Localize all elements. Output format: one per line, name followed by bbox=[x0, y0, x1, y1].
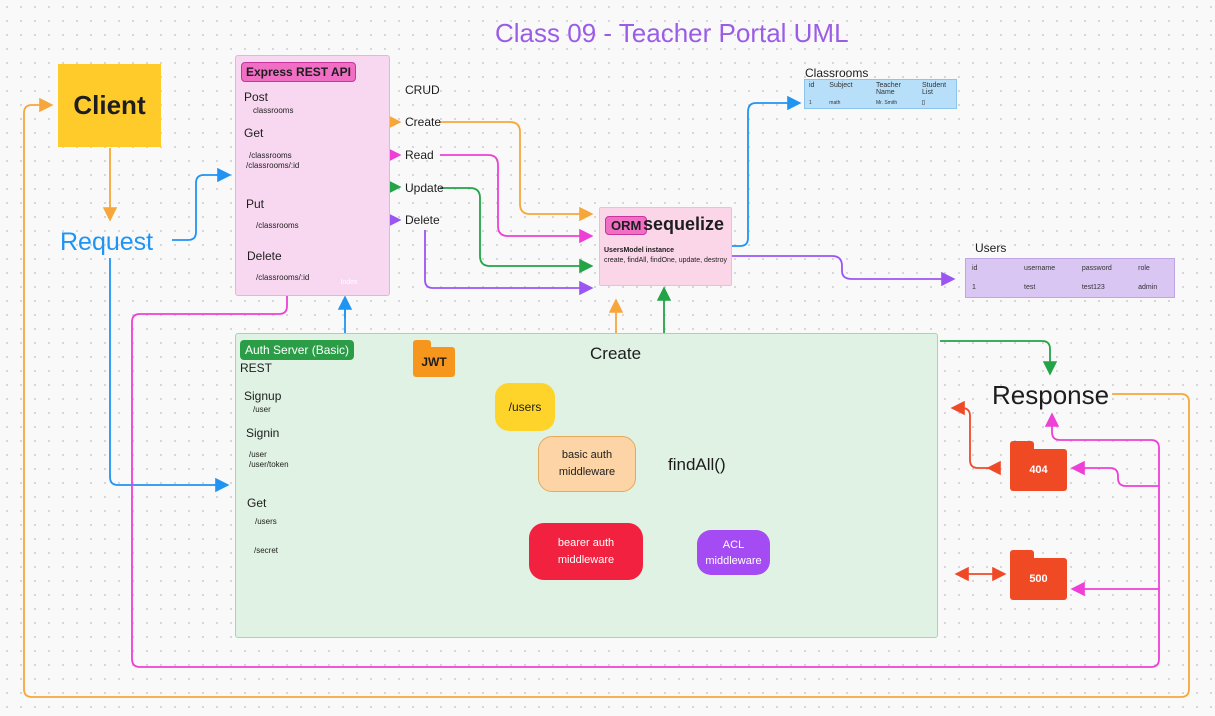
express-delete-route: /classrooms/:id bbox=[256, 273, 310, 282]
acl-line-2: middleware bbox=[705, 554, 762, 567]
auth-signup-label: Signup bbox=[244, 389, 282, 403]
table-cell: 1 bbox=[972, 284, 976, 291]
table-cell: [] bbox=[922, 100, 925, 106]
table-header-cell: Subject bbox=[829, 82, 853, 89]
table-cell: test123 bbox=[1081, 284, 1105, 291]
acl-middleware: ACL middleware bbox=[697, 530, 770, 575]
table-cell: math bbox=[829, 100, 841, 106]
express-put-route: /classrooms bbox=[256, 221, 299, 230]
response-label: Response bbox=[992, 380, 1110, 410]
findall-label: findAll() bbox=[668, 455, 726, 474]
express-post-route: classrooms bbox=[253, 106, 294, 115]
table-header-cell: role bbox=[1138, 265, 1150, 272]
orm-instance-label: UsersModel instance bbox=[604, 247, 675, 254]
index-label: Index bbox=[340, 279, 358, 286]
classrooms-title: Classrooms bbox=[805, 66, 869, 80]
express-delete-label: Delete bbox=[247, 249, 282, 263]
acl-line-1: ACL bbox=[722, 538, 745, 551]
basic-auth-line-2: middleware bbox=[558, 466, 616, 478]
table-cell: admin bbox=[1138, 284, 1158, 291]
auth-get-secret-route: /secret bbox=[254, 546, 279, 555]
express-post-label: Post bbox=[244, 90, 269, 104]
table-cell: 1 bbox=[809, 100, 812, 106]
bearer-auth-middleware: bearer auth middleware bbox=[529, 523, 643, 580]
bearer-auth-line-1: bearer auth bbox=[557, 536, 615, 549]
table-header-cell: Student List bbox=[922, 82, 947, 96]
users-table: id username password role 1 test test123… bbox=[965, 258, 1175, 298]
table-row: 1 math Mr. Smith [] bbox=[805, 98, 957, 109]
table-row: 1 test test123 admin bbox=[966, 278, 1175, 298]
table-header-cell: password bbox=[1081, 265, 1112, 272]
orm-methods-label: create, findAll, findOne, update, destro… bbox=[604, 257, 727, 264]
sequelize-title: sequelize bbox=[643, 214, 725, 234]
auth-rest-label: REST bbox=[240, 361, 273, 375]
table-header-cell: id bbox=[972, 265, 978, 272]
basic-auth-line-1: basic auth bbox=[561, 449, 613, 461]
auth-signin-route-2: /user/token bbox=[249, 460, 289, 469]
auth-signin-label: Signin bbox=[246, 426, 280, 440]
table-header-cell: Teacher Name bbox=[876, 82, 901, 96]
jwt-folder-icon: JWT bbox=[413, 340, 455, 377]
express-put-label: Put bbox=[246, 197, 265, 211]
error-404-folder-icon: 404 bbox=[1010, 441, 1067, 491]
users-table-title: Users bbox=[975, 241, 1007, 255]
express-get-label: Get bbox=[244, 126, 264, 140]
crud-title: CRUD bbox=[405, 83, 440, 97]
diagram-title: Class 09 - Teacher Portal UML bbox=[495, 18, 849, 48]
table-header-cell: username bbox=[1024, 265, 1056, 272]
request-label: Request bbox=[60, 228, 154, 256]
users-node: /users bbox=[495, 383, 555, 431]
auth-get-label: Get bbox=[247, 496, 267, 510]
classrooms-table: id Subject Teacher Name Student List 1 m… bbox=[804, 79, 957, 109]
table-header-cell: id bbox=[809, 82, 815, 89]
orm-tag: ORM bbox=[605, 216, 648, 235]
basic-auth-middleware: basic auth middleware bbox=[538, 436, 636, 492]
crud-update: Update bbox=[405, 181, 444, 195]
table-cell: Mr. Smith bbox=[876, 100, 898, 106]
express-get-route-2: /classrooms/:id bbox=[246, 161, 300, 170]
auth-signin-route-1: /user bbox=[249, 450, 267, 459]
client-node: Client bbox=[58, 64, 161, 147]
express-get-route-1: /classrooms bbox=[249, 151, 292, 160]
table-header-row: id Subject Teacher Name Student List bbox=[805, 80, 957, 99]
error-500-folder-icon: 500 bbox=[1010, 550, 1067, 600]
table-header-row: id username password role bbox=[966, 259, 1175, 279]
create-label: Create bbox=[590, 344, 642, 363]
auth-signup-route: /user bbox=[253, 405, 271, 414]
table-cell: test bbox=[1024, 284, 1036, 291]
crud-create: Create bbox=[405, 115, 442, 129]
bearer-auth-line-2: middleware bbox=[557, 553, 615, 566]
auth-server-tag: Auth Server (Basic) bbox=[240, 340, 355, 360]
crud-read: Read bbox=[405, 148, 434, 162]
auth-get-users-route: /users bbox=[255, 517, 277, 526]
express-api-box bbox=[235, 55, 390, 296]
express-api-tag: Express REST API bbox=[241, 62, 356, 82]
crud-delete: Delete bbox=[405, 213, 440, 227]
